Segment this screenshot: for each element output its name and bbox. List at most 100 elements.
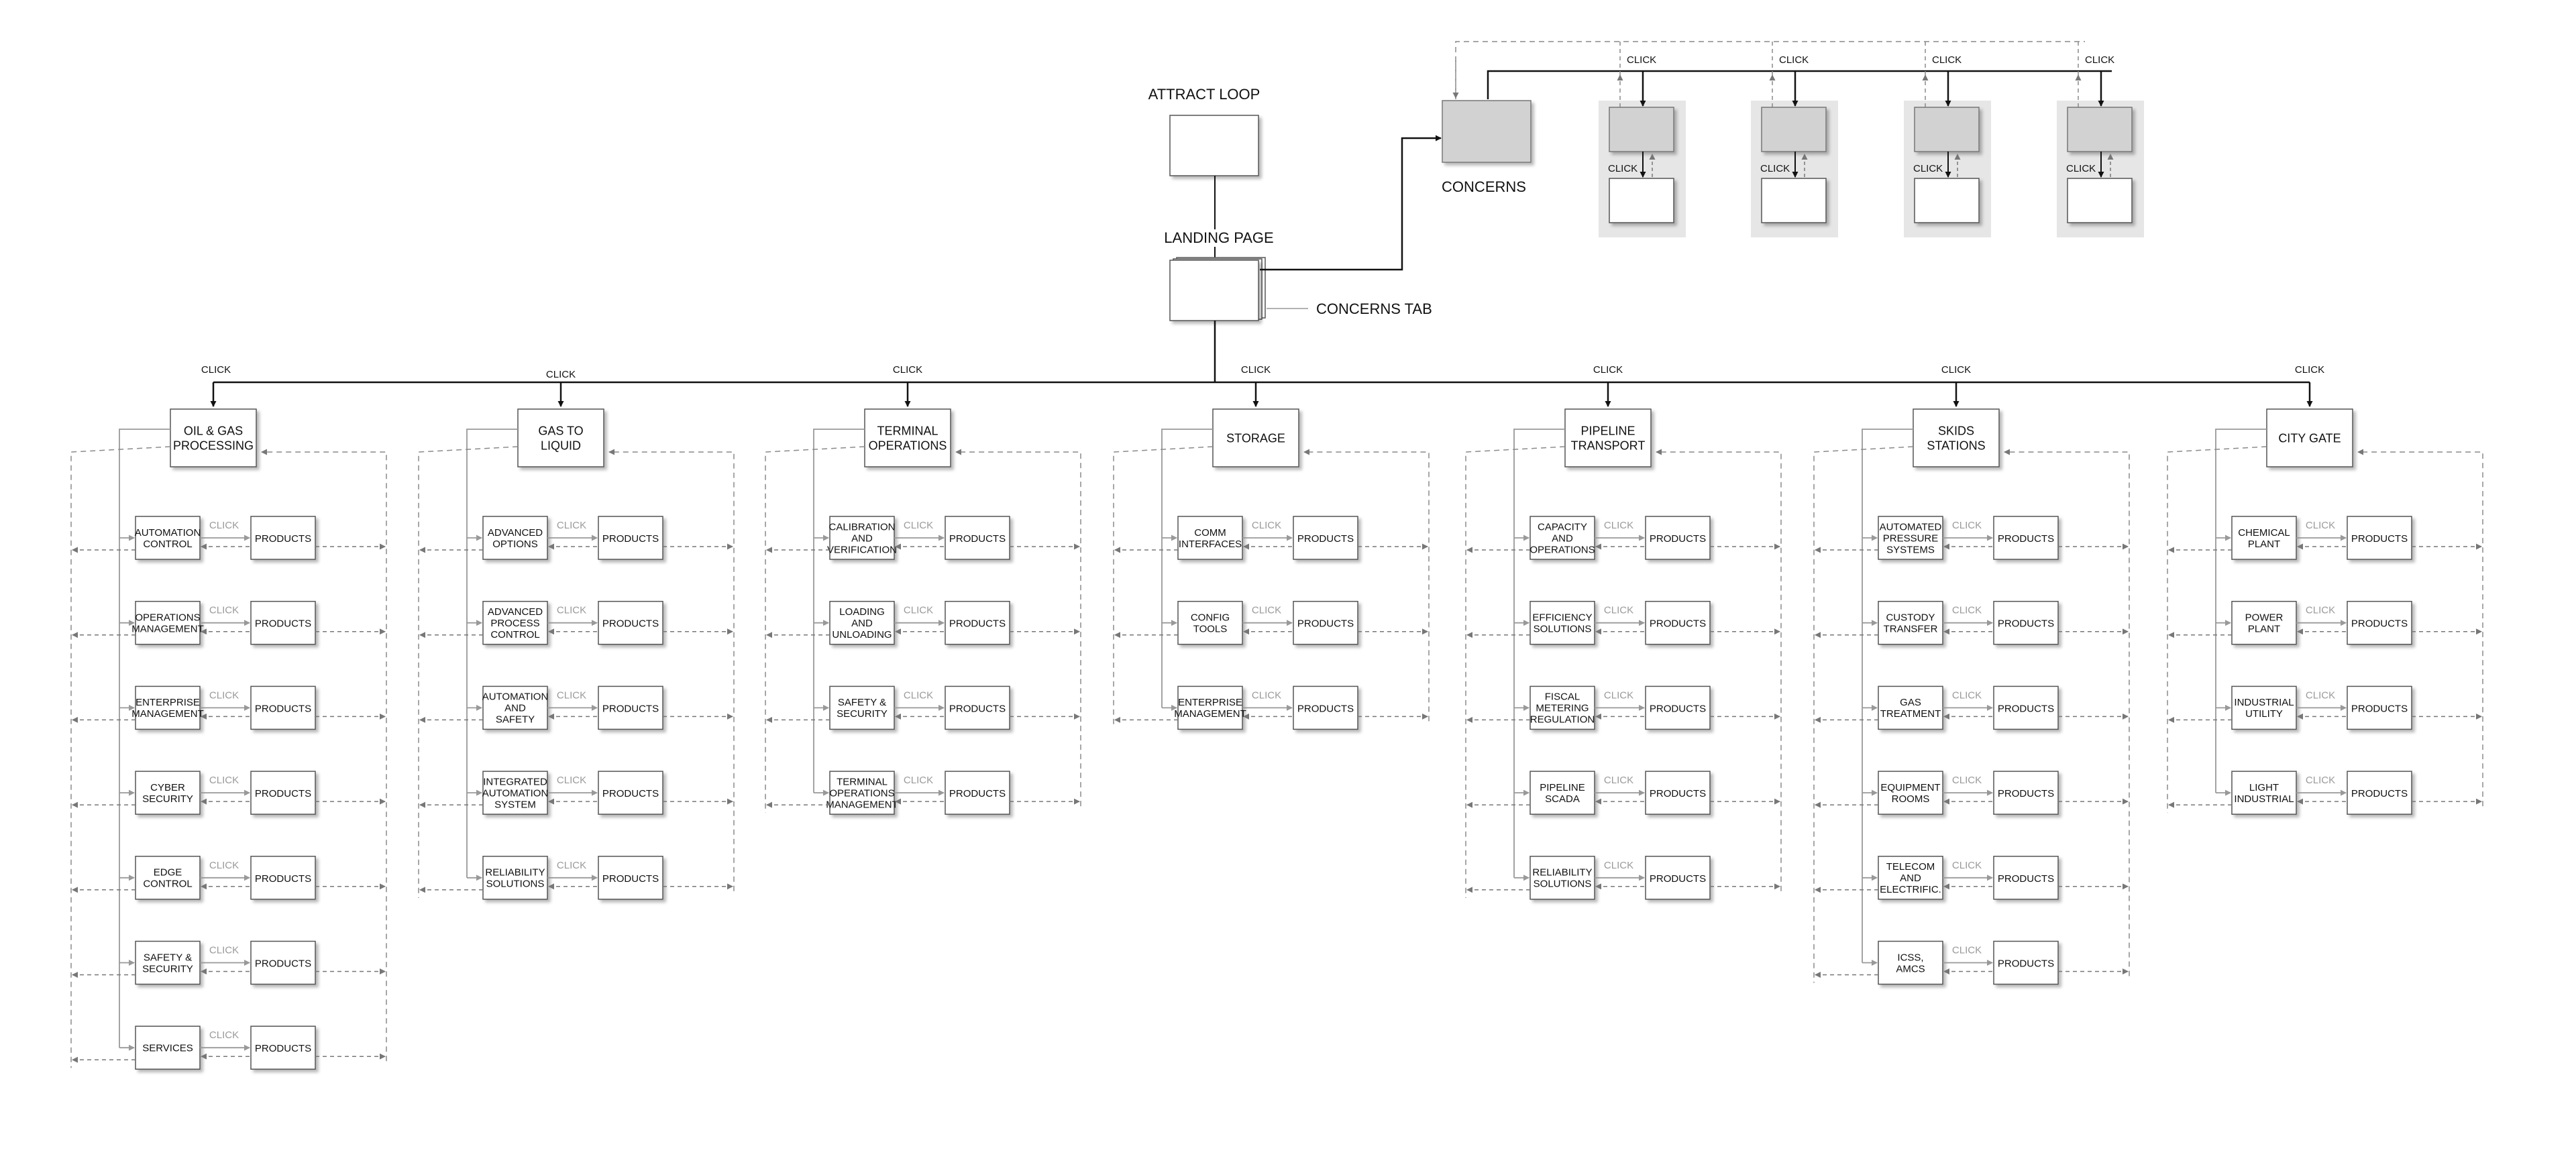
item-box[interactable] <box>1878 856 1943 900</box>
item-box[interactable] <box>1529 600 1595 645</box>
products-click-label: CLICK <box>209 520 239 531</box>
item-box[interactable] <box>1878 940 1943 985</box>
item-box[interactable] <box>135 600 201 645</box>
products-box[interactable] <box>598 600 663 645</box>
products-click-label: CLICK <box>904 689 933 701</box>
products-box[interactable] <box>1993 600 2059 645</box>
products-box[interactable] <box>945 516 1010 560</box>
concern-detail-box[interactable] <box>1761 178 1827 223</box>
products-box[interactable] <box>250 940 316 985</box>
products-box[interactable] <box>1645 516 1711 560</box>
products-click-label: CLICK <box>209 605 239 616</box>
concern-detail-box[interactable] <box>1914 178 1980 223</box>
category-box[interactable] <box>864 408 951 467</box>
products-label: PRODUCTS <box>949 618 1006 630</box>
concern-item-box[interactable] <box>1761 107 1827 152</box>
products-box[interactable] <box>1993 856 2059 900</box>
item-box[interactable] <box>135 1025 201 1070</box>
item-label: SAFETY &SECURITY <box>837 697 888 720</box>
products-box[interactable] <box>2347 516 2412 560</box>
products-box[interactable] <box>1293 685 1358 730</box>
products-click-label: CLICK <box>2306 605 2335 616</box>
item-row: CLICKRELIABILITYSOLUTIONSCLICKPRODUCTS <box>419 856 733 900</box>
products-click-label: CLICK <box>904 775 933 786</box>
item-box[interactable] <box>1878 771 1943 815</box>
concern-item-box[interactable] <box>1609 107 1674 152</box>
products-box[interactable] <box>250 516 316 560</box>
products-box[interactable] <box>1645 856 1711 900</box>
concerns-box[interactable] <box>1442 100 1532 163</box>
item-box[interactable] <box>829 516 895 560</box>
item-row: CLICKAUTOMATEDPRESSURESYSTEMSCLICKPRODUC… <box>1815 516 2129 560</box>
item-box[interactable] <box>135 516 201 560</box>
category-box[interactable] <box>170 408 257 467</box>
category-box[interactable] <box>1913 408 2000 467</box>
attract-loop-box[interactable] <box>1169 115 1259 176</box>
products-box[interactable] <box>250 685 316 730</box>
products-box[interactable] <box>598 856 663 900</box>
category-box[interactable] <box>1564 408 1652 467</box>
item-box[interactable] <box>1529 856 1595 900</box>
products-box[interactable] <box>250 1025 316 1070</box>
item-row: CLICKADVANCEDPROCESSCONTROLCLICKPRODUCTS <box>419 600 733 645</box>
concern-detail-box[interactable] <box>1609 178 1674 223</box>
item-box[interactable] <box>482 771 548 815</box>
item-box[interactable] <box>1878 685 1943 730</box>
item-box[interactable] <box>1529 516 1595 560</box>
item-box[interactable] <box>482 600 548 645</box>
products-label: PRODUCTS <box>1297 533 1354 545</box>
products-box[interactable] <box>1645 600 1711 645</box>
products-box[interactable] <box>945 771 1010 815</box>
products-box[interactable] <box>598 516 663 560</box>
products-box[interactable] <box>2347 685 2412 730</box>
products-click-label: CLICK <box>1252 689 1281 701</box>
products-click-label: CLICK <box>1252 605 1281 616</box>
products-box[interactable] <box>2347 600 2412 645</box>
products-box[interactable] <box>945 600 1010 645</box>
item-box[interactable] <box>1177 685 1243 730</box>
item-box[interactable] <box>1529 685 1595 730</box>
category-box[interactable] <box>1212 408 1299 467</box>
products-box[interactable] <box>250 600 316 645</box>
item-box[interactable] <box>829 685 895 730</box>
products-box[interactable] <box>2347 771 2412 815</box>
category-box[interactable] <box>517 408 604 467</box>
item-box[interactable] <box>135 856 201 900</box>
attract-loop-label: ATTRACT LOOP <box>1148 86 1260 103</box>
products-box[interactable] <box>1645 685 1711 730</box>
item-box[interactable] <box>1878 516 1943 560</box>
products-box[interactable] <box>250 771 316 815</box>
category-box[interactable] <box>2266 408 2353 467</box>
concern-item-box[interactable] <box>2067 107 2133 152</box>
products-box[interactable] <box>250 856 316 900</box>
products-box[interactable] <box>1645 771 1711 815</box>
item-box[interactable] <box>135 685 201 730</box>
products-label: PRODUCTS <box>949 788 1006 799</box>
concern-detail-box[interactable] <box>2067 178 2133 223</box>
item-box[interactable] <box>829 771 895 815</box>
item-box[interactable] <box>1878 600 1943 645</box>
item-box[interactable] <box>135 940 201 985</box>
products-box[interactable] <box>1993 771 2059 815</box>
item-box[interactable] <box>1177 600 1243 645</box>
item-row: CLICKEQUIPMENTROOMSCLICKPRODUCTS <box>1815 771 2129 815</box>
products-box[interactable] <box>598 771 663 815</box>
products-box[interactable] <box>1293 600 1358 645</box>
products-box[interactable] <box>1293 516 1358 560</box>
products-box[interactable] <box>945 685 1010 730</box>
landing-page-box[interactable] <box>1169 260 1259 321</box>
item-box[interactable] <box>482 516 548 560</box>
item-box[interactable] <box>2231 685 2297 730</box>
item-box[interactable] <box>2231 771 2297 815</box>
products-box[interactable] <box>1993 516 2059 560</box>
products-click-label: CLICK <box>1952 945 1982 956</box>
concern-item-box[interactable] <box>1914 107 1980 152</box>
products-box[interactable] <box>1993 940 2059 985</box>
products-box[interactable] <box>598 685 663 730</box>
products-box[interactable] <box>1993 685 2059 730</box>
